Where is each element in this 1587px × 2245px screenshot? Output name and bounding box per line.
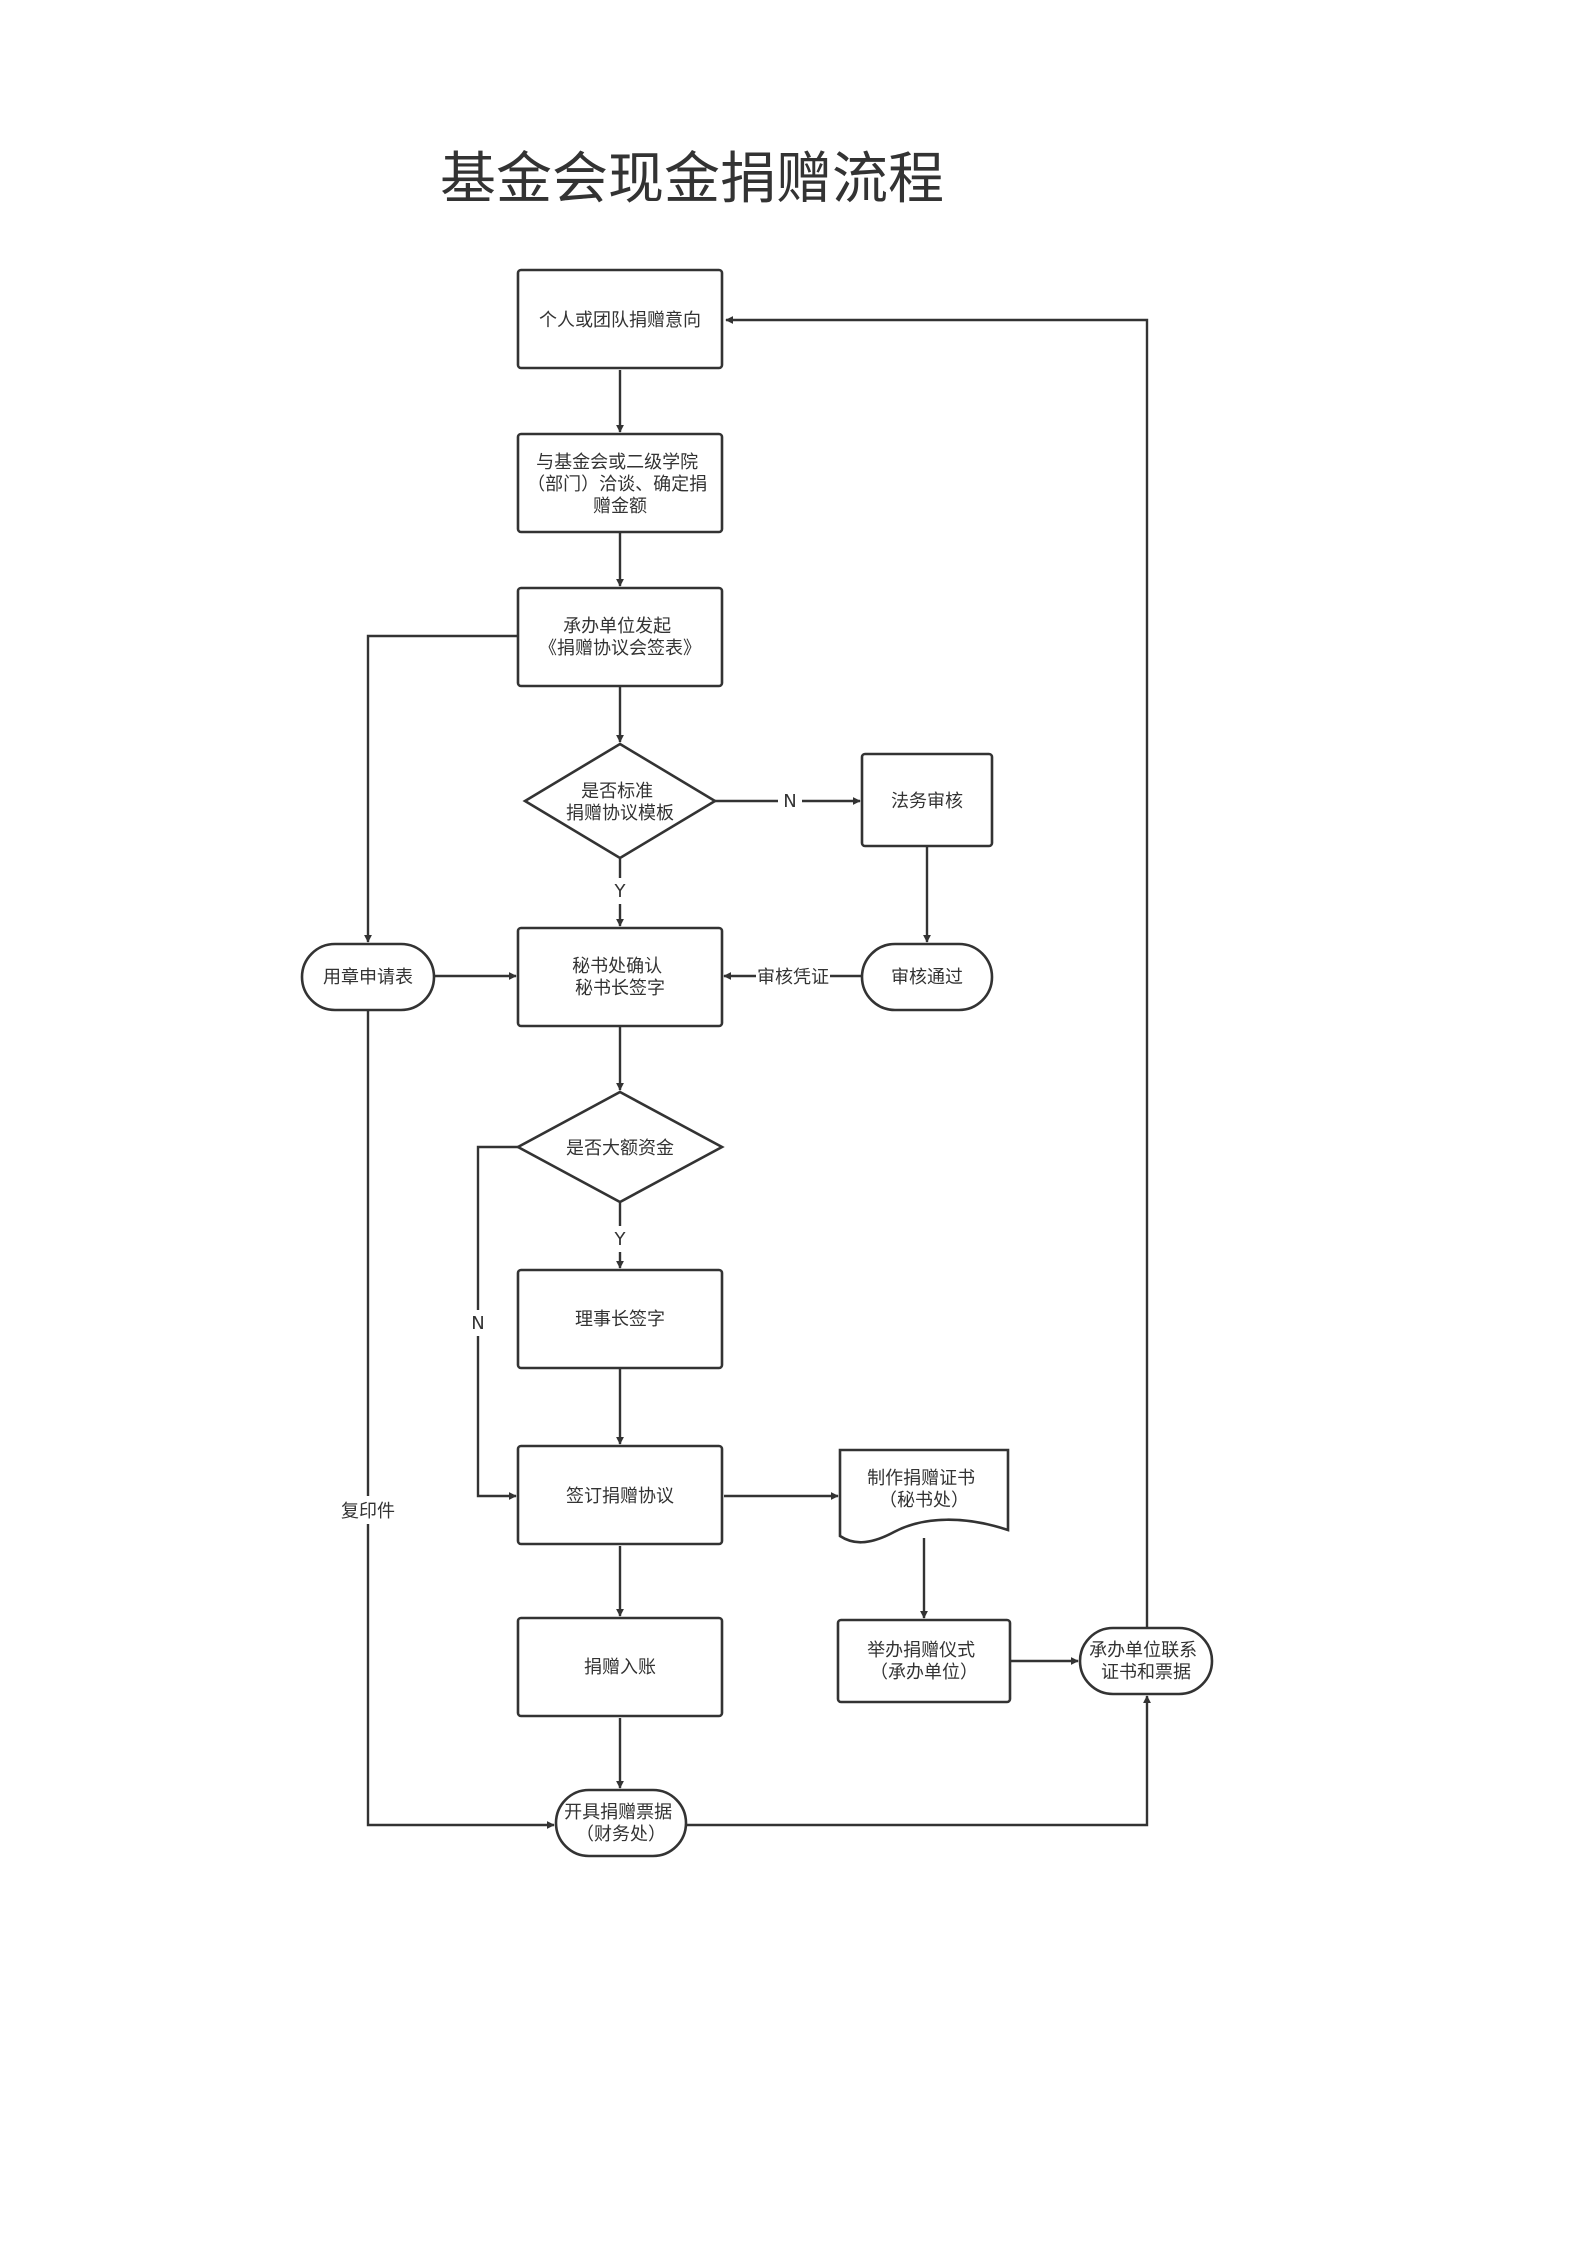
edges: [364, 316, 1151, 1829]
node-ceremony-label: 举办捐赠仪式 （承办单位）: [867, 1640, 981, 1683]
node-large-amount-label: 是否大额资金: [566, 1138, 674, 1159]
node-standard-template: 是否标准 捐赠协议模板: [522, 742, 718, 860]
nodes: 个人或团队捐赠意向 与基金会或二级学院 （部门）洽谈、确定捐 赠金额 承办单位发…: [300, 268, 1214, 1858]
node-secretary-confirm: 秘书处确认 秘书长签字: [516, 926, 724, 1028]
node-large-amount: 是否大额资金: [515, 1090, 725, 1204]
node-booking: 捐赠入账: [516, 1616, 724, 1718]
node-chairman-sign: 理事长签字: [516, 1268, 724, 1370]
node-receipt: 开具捐赠票据 （财务处）: [554, 1788, 688, 1858]
edge-receipt-contact: [686, 1695, 1151, 1827]
node-secretary-confirm-label: 秘书处确认 秘书长签字: [572, 956, 668, 999]
node-negotiate-label: 与基金会或二级学院 （部门）洽谈、确定捐 赠金额: [527, 452, 713, 517]
node-chairman-sign-label: 理事长签字: [575, 1309, 665, 1330]
edge-label-amount-no: N: [471, 1313, 484, 1334]
edge-initiate-seal-form: [364, 634, 518, 943]
edge-seal-form-receipt: [366, 1010, 555, 1829]
node-review-passed-label: 审核通过: [891, 967, 963, 988]
edge-labels: N Y 审核凭证 Y N 复印件: [340, 788, 830, 1524]
node-negotiate: 与基金会或二级学院 （部门）洽谈、确定捐 赠金额: [516, 432, 724, 534]
edge-label-amount-yes: Y: [614, 1229, 627, 1250]
page-title: 基金会现金捐赠流程: [440, 147, 944, 212]
node-contact-label: 承办单位联系 证书和票据: [1089, 1640, 1203, 1683]
edge-contact-intent: [725, 316, 1149, 1628]
node-certificate: 制作捐赠证书 （秘书处）: [838, 1448, 1010, 1544]
node-intent: 个人或团队捐赠意向: [516, 268, 724, 370]
edge-label-template-no: N: [783, 791, 796, 812]
node-receipt-label: 开具捐赠票据 （财务处）: [564, 1802, 678, 1845]
node-standard-template-label: 是否标准 捐赠协议模板: [566, 781, 674, 824]
edge-label-review-voucher: 审核凭证: [757, 967, 829, 988]
node-initiate: 承办单位发起 《捐赠协议会签表》: [516, 586, 724, 688]
node-sign-agreement: 签订捐赠协议: [516, 1444, 724, 1546]
node-sign-agreement-label: 签订捐赠协议: [566, 1486, 674, 1507]
node-ceremony: 举办捐赠仪式 （承办单位）: [836, 1618, 1012, 1704]
node-legal-review-label: 法务审核: [891, 791, 963, 812]
node-initiate-label: 承办单位发起 《捐赠协议会签表》: [539, 616, 701, 659]
node-intent-label: 个人或团队捐赠意向: [539, 310, 701, 331]
node-seal-form-label: 用章申请表: [323, 967, 413, 988]
node-legal-review: 法务审核: [860, 752, 994, 848]
edge-label-template-yes: Y: [614, 881, 627, 902]
node-seal-form: 用章申请表: [300, 942, 436, 1012]
edge-label-copy: 复印件: [341, 1501, 395, 1522]
node-review-passed: 审核通过: [860, 942, 994, 1012]
node-certificate-label: 制作捐赠证书 （秘书处）: [867, 1468, 981, 1511]
node-contact: 承办单位联系 证书和票据: [1078, 1626, 1214, 1696]
node-booking-label: 捐赠入账: [584, 1657, 656, 1678]
